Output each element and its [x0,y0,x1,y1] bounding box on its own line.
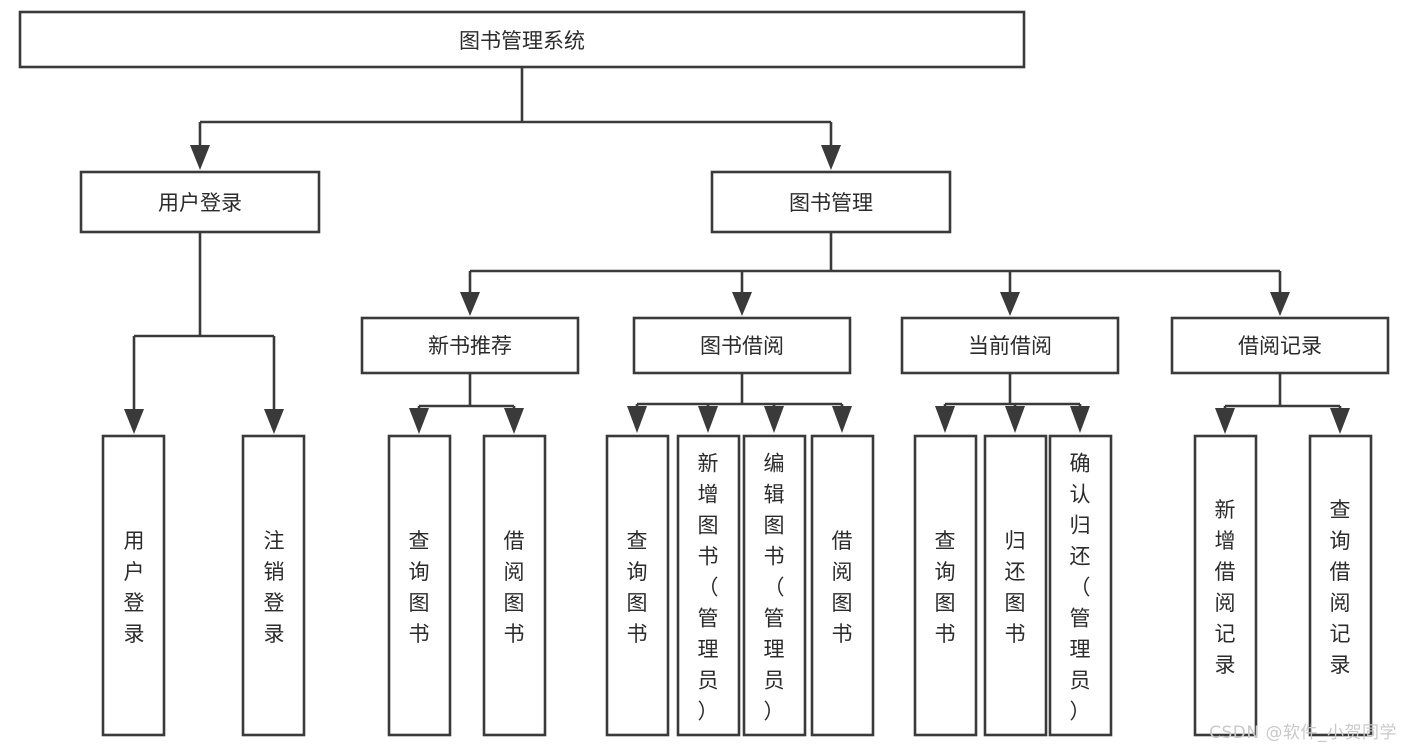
node-current-borrow[interactable]: 当前借阅 [900,316,1120,375]
leaf-user-login-box[interactable] [101,434,166,737]
node-leaf-query-book-3[interactable]: 查询图书 [913,434,978,737]
arrow-head-borrow-record [1270,292,1290,316]
arrow-head-leaf-query-book-1 [409,408,429,434]
node-leaf-query-book-2[interactable]: 查询图书 [605,434,670,737]
leaf-borrow-book-1-label: 借阅图书 [504,529,525,646]
book-borrow-label: 图书借阅 [700,334,784,358]
leaf-query-book-1-box[interactable] [387,434,452,737]
arrow-head-leaf-borrow-book-2 [832,406,852,433]
leaf-borrow-book-2-label: 借阅图书 [832,529,853,646]
arrow-head-book-borrow [732,292,752,316]
arrow-head-new-book-rec [460,292,480,316]
arrow-head-leaf-confirm-return [1070,406,1090,433]
node-leaf-return-book[interactable]: 归还图书 [983,434,1048,737]
arrow-head-current-borrow [1000,292,1020,316]
connector-layer [124,67,1350,434]
node-leaf-user-login[interactable]: 用户登录 [101,434,166,737]
leaf-add-record-label: 新增借阅记录 [1215,498,1236,677]
leaf-edit-book-label: 编辑图书（管理员） [764,452,785,724]
leaf-user-logout-box[interactable] [241,434,306,737]
arrow-head-leaf-return-book [1005,406,1025,433]
arrow-head-leaf-user-login [124,409,144,434]
node-leaf-borrow-book-2[interactable]: 借阅图书 [810,434,875,737]
leaf-return-book-label: 归还图书 [1005,529,1026,646]
current-borrow-box[interactable] [900,316,1120,375]
book-manage-label: 图书管理 [789,191,873,215]
book-manage-box[interactable] [710,170,952,234]
root-label: 图书管理系统 [459,29,585,53]
node-leaf-borrow-book-1[interactable]: 借阅图书 [482,434,547,737]
arrow-head-user-login [190,145,210,170]
arrow-head-leaf-borrow-book-1 [504,408,524,434]
book-borrow-box[interactable] [632,316,852,375]
node-leaf-edit-book[interactable]: 编辑图书（管理员） [742,434,807,737]
borrow-record-box[interactable] [1170,316,1390,375]
leaf-add-book-box[interactable] [676,434,741,737]
node-leaf-add-record[interactable]: 新增借阅记录 [1193,434,1258,737]
node-borrow-record[interactable]: 借阅记录 [1170,316,1390,375]
arrow-head-leaf-edit-book [764,406,784,433]
arrow-head-leaf-query-record [1330,408,1350,434]
node-leaf-query-record[interactable]: 查询借阅记录 [1308,434,1373,737]
root-box[interactable] [18,10,1026,69]
user-login-label: 用户登录 [158,191,242,215]
user-login-box[interactable] [79,170,321,234]
borrow-record-label: 借阅记录 [1238,334,1322,358]
leaf-query-record-box[interactable] [1308,434,1373,737]
watermark-label: CSDN @软件_小贺同学 [1209,723,1397,743]
node-leaf-query-book-1[interactable]: 查询图书 [387,434,452,737]
arrow-head-leaf-add-book [698,406,718,433]
current-borrow-label: 当前借阅 [968,334,1052,358]
node-user-login[interactable]: 用户登录 [79,170,321,234]
leaf-user-logout-label: 注销登录 [264,529,285,646]
leaf-query-book-3-box[interactable] [913,434,978,737]
arrow-head-leaf-add-record [1215,408,1235,434]
node-root[interactable]: 图书管理系统 [18,10,1026,69]
leaf-add-record-box[interactable] [1193,434,1258,737]
leaf-query-book-2-box[interactable] [605,434,670,737]
new-book-rec-label: 新书推荐 [428,334,512,358]
leaf-query-record-label: 查询借阅记录 [1330,498,1351,677]
node-book-borrow[interactable]: 图书借阅 [632,316,852,375]
leaf-layer: 用户登录 注销登录 查询图书 借阅图书 查询图书 新增图书（管理员） [101,434,1373,737]
arrow-head-leaf-user-logout [264,409,284,434]
leaf-query-book-3-label: 查询图书 [935,529,956,646]
node-leaf-add-book[interactable]: 新增图书（管理员） [676,434,741,737]
arrow-head-leaf-query-book-3 [935,406,955,433]
leaf-edit-book-box[interactable] [742,434,807,737]
leaf-add-book-label: 新增图书（管理员） [698,452,719,724]
leaf-return-book-box[interactable] [983,434,1048,737]
leaf-query-book-1-label: 查询图书 [409,529,430,646]
node-leaf-user-logout[interactable]: 注销登录 [241,434,306,737]
node-new-book-rec[interactable]: 新书推荐 [360,316,580,375]
leaf-borrow-book-2-box[interactable] [810,434,875,737]
leaf-confirm-return-box[interactable] [1048,434,1113,737]
leaf-confirm-return-label: 确认归还（管理员） [1070,452,1091,724]
new-book-rec-box[interactable] [360,316,580,375]
leaf-borrow-book-1-box[interactable] [482,434,547,737]
node-leaf-confirm-return[interactable]: 确认归还（管理员） [1048,434,1113,737]
arrow-head-leaf-query-book-2 [627,406,647,433]
leaf-query-book-2-label: 查询图书 [627,529,648,646]
arrow-head-book-manage [821,145,841,170]
leaf-user-login-label: 用户登录 [124,529,145,646]
node-book-manage[interactable]: 图书管理 [710,170,952,234]
